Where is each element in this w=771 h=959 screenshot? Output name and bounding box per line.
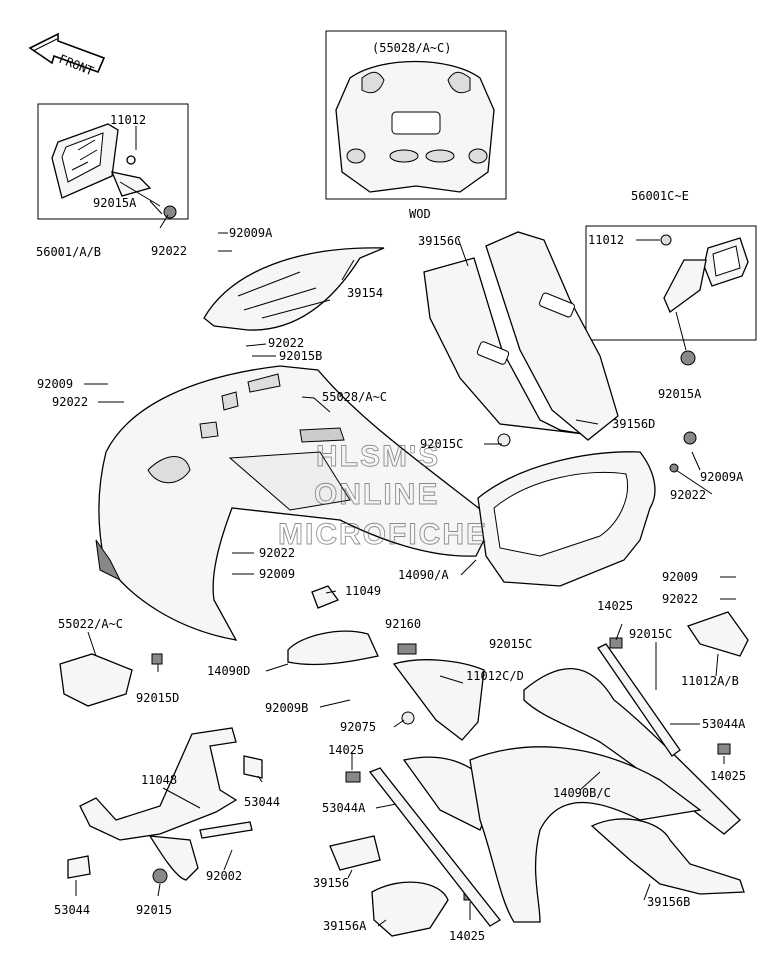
label-11012cd: 11012C/D — [466, 669, 524, 683]
variant-box: (55028/A~C) WOD — [325, 30, 507, 221]
label-14090bc: 14090B/C — [553, 786, 611, 800]
label-14025-right: 14025 — [710, 769, 746, 783]
lower-cowl-parts — [59, 585, 749, 901]
label-55028: 55028/A~C — [322, 390, 387, 404]
inner-panels — [423, 231, 619, 441]
label-92009b: 92009B — [265, 701, 308, 715]
side-panels — [368, 643, 741, 927]
label-56001ce: 56001C~E — [631, 189, 689, 203]
label-92009-right2: 92009 — [662, 570, 698, 584]
label-92009a-right: 92009A — [700, 470, 744, 484]
watermark-line3: MICROFICHE — [278, 518, 488, 551]
label-92022-top: 92022 — [151, 244, 187, 258]
label-11012-right: 11012 — [588, 233, 624, 247]
label-53044-top: 53044 — [244, 795, 280, 809]
label-39156b: 39156B — [647, 895, 690, 909]
label-92015c-mid: 92015C — [420, 437, 463, 451]
watermark-line2: ONLINE — [314, 478, 439, 511]
meter-cover — [477, 431, 697, 587]
label-53044a-mid: 53044A — [322, 801, 366, 815]
upper-cowl — [95, 365, 495, 641]
label-14025-bot: 14025 — [449, 929, 485, 943]
label-92009a-top: 92009A — [229, 226, 273, 240]
label-56001: 56001/A/B — [36, 245, 101, 259]
bottom-panels — [329, 818, 745, 937]
cowl-bracket — [67, 727, 263, 884]
label-92015: 92015 — [136, 903, 172, 917]
label-92022-right2: 92022 — [662, 592, 698, 606]
leader-lines — [75, 126, 736, 927]
label-92075: 92075 — [340, 720, 376, 734]
label-39156d: 39156D — [612, 417, 655, 431]
label-55022: 55022/A~C — [58, 617, 123, 631]
front-direction-arrow: FRONT — [28, 32, 106, 78]
label-92022-mid: 92022 — [268, 336, 304, 350]
label-92015c-low1: 92015C — [489, 637, 532, 651]
label-92015a-right: 92015A — [658, 387, 702, 401]
windshield — [203, 247, 385, 331]
label-11012ab: 11012A/B — [681, 674, 739, 688]
label-92002: 92002 — [206, 869, 242, 883]
watermark-line1: HLSM'S — [316, 440, 440, 473]
label-14090a: 14090/A — [398, 568, 449, 582]
right-mirror-group — [585, 225, 757, 366]
part-labels: 11012 92015A 56001/A/B 92009A 92022 3915… — [36, 113, 746, 943]
label-39156a: 39156A — [323, 919, 367, 933]
label-92009-center: 92009 — [259, 567, 295, 581]
label-92022-right: 92022 — [670, 488, 706, 502]
watermark: HLSM'S ONLINE MICROFICHE — [278, 440, 488, 552]
label-53044-bot: 53044 — [54, 903, 90, 917]
label-39154: 39154 — [347, 286, 383, 300]
label-92022-left: 92022 — [52, 395, 88, 409]
label-11048: 11048 — [141, 773, 177, 787]
label-14090d: 14090D — [207, 664, 250, 678]
left-mirror-group — [37, 103, 189, 229]
label-39156: 39156 — [313, 876, 349, 890]
label-92009-left: 92009 — [37, 377, 73, 391]
label-11049: 11049 — [345, 584, 381, 598]
label-92022-center: 92022 — [259, 546, 295, 560]
variant-title: (55028/A~C) — [372, 41, 451, 55]
variant-caption: WOD — [409, 207, 431, 221]
label-92015c-low2: 92015C — [629, 627, 672, 641]
label-92015d: 92015D — [136, 691, 179, 705]
label-14025-mid: 14025 — [328, 743, 364, 757]
label-92160: 92160 — [385, 617, 421, 631]
label-92015b: 92015B — [279, 349, 322, 363]
label-14025-top: 14025 — [597, 599, 633, 613]
label-92015a-left: 92015A — [93, 196, 137, 210]
label-11012-left: 11012 — [110, 113, 146, 127]
label-39156c: 39156C — [418, 234, 461, 248]
label-53044a-right: 53044A — [702, 717, 746, 731]
